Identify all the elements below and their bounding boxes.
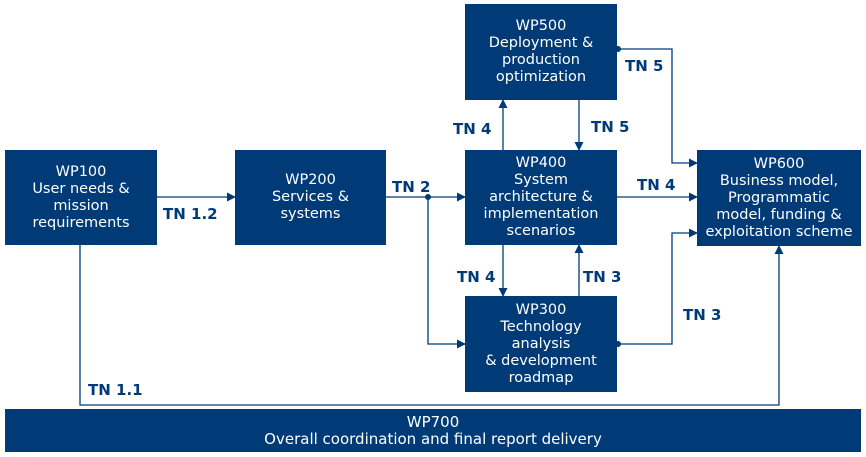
wp600-box: WP600 Business model, Programmatic model… [697,150,861,246]
tn-label-5-to-wp400: TN 5 [591,118,630,136]
tn-label-4-to-wp300: TN 4 [457,268,496,286]
wp400-box: WP400 System architecture & implementati… [465,150,617,245]
wp500-label: WP500 Deployment & production optimizati… [488,18,594,85]
wp400-label: WP400 System architecture & implementati… [483,155,599,239]
tn-label-2: TN 2 [392,178,431,196]
tn-label-3-to-wp400: TN 3 [583,268,622,286]
wp300-box: WP300 Technology analysis & development … [465,296,617,392]
wp200-box: WP200 Services & systems [235,150,386,245]
wp700-box: WP700 Overall coordination and final rep… [5,409,861,452]
wp500-box: WP500 Deployment & production optimizati… [465,4,617,100]
tn-label-3-to-wp600: TN 3 [683,306,722,324]
wp700-label: WP700 Overall coordination and final rep… [264,412,602,448]
wp100-label: WP100 User needs & mission requirements [32,163,130,231]
tn-label-1-1: TN 1.1 [88,381,143,399]
junction-dot-tn2 [425,194,431,200]
wp100-box: WP100 User needs & mission requirements [5,150,157,245]
wp300-label: WP300 Technology analysis & development … [485,301,597,386]
tn-label-4-to-wp500: TN 4 [453,120,492,138]
arrow-wp500-to-wp600 [617,48,698,168]
tn-label-5-to-wp600: TN 5 [625,57,664,75]
wp600-label: WP600 Business model, Programmatic model… [705,155,853,240]
arrow-wp300-to-wp600 [617,228,698,345]
tn-label-1-2: TN 1.2 [163,205,218,223]
arrow-wp200-to-wp300 [427,197,466,349]
wp200-label: WP200 Services & systems [271,172,350,222]
arrow-wp100-to-wp600 [79,245,784,406]
tn-label-4-to-wp600: TN 4 [637,176,676,194]
